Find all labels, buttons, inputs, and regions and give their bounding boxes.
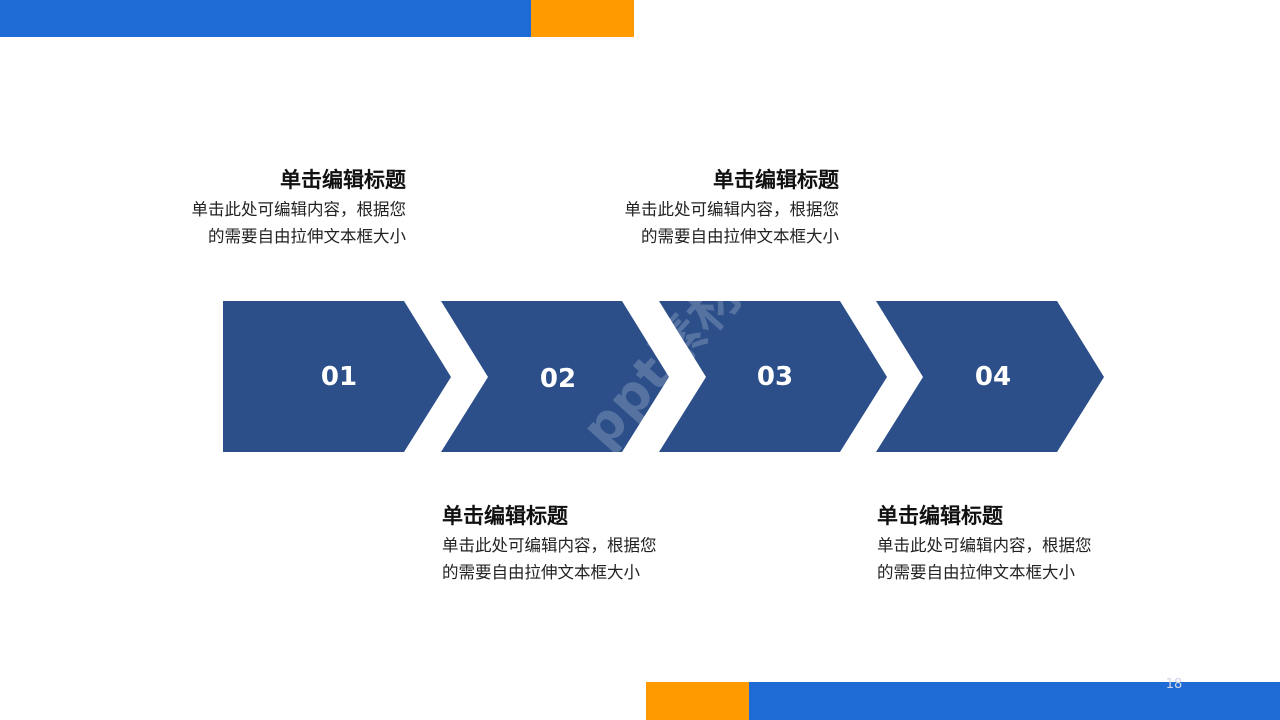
page-number: 18 — [1165, 677, 1183, 692]
step-label-2: 02 — [539, 364, 577, 394]
chevron-step-2[interactable] — [441, 301, 669, 452]
step-label-1: 01 — [320, 362, 358, 392]
chevron-step-4[interactable] — [876, 301, 1104, 452]
step-2-desc[interactable]: 单击此处可编辑内容，根据您 的需要自由拉伸文本框大小 — [442, 532, 702, 586]
step-1-desc-line-1: 单击此处可编辑内容，根据您 — [191, 200, 407, 219]
step-3-desc[interactable]: 单击此处可编辑内容，根据您 的需要自由拉伸文本框大小 — [579, 196, 840, 250]
step-1-desc-line-2: 的需要自由拉伸文本框大小 — [208, 227, 406, 246]
step-1-textblock: 单击编辑标题 单击此处可编辑内容，根据您 的需要自由拉伸文本框大小 — [146, 166, 407, 250]
step-4-desc-line-2: 的需要自由拉伸文本框大小 — [877, 563, 1075, 582]
chevron-step-3[interactable] — [659, 301, 887, 452]
step-2-title[interactable]: 单击编辑标题 — [442, 504, 568, 528]
step-label-4: 04 — [974, 362, 1012, 392]
step-3-textblock: 单击编辑标题 单击此处可编辑内容，根据您 的需要自由拉伸文本框大小 — [579, 166, 840, 250]
step-2-desc-line-2: 的需要自由拉伸文本框大小 — [442, 563, 640, 582]
step-1-title[interactable]: 单击编辑标题 — [280, 168, 406, 192]
step-2-desc-line-1: 单击此处可编辑内容，根据您 — [442, 536, 657, 555]
top-orange-bar — [531, 0, 634, 37]
step-4-title[interactable]: 单击编辑标题 — [877, 504, 1003, 528]
step-3-title[interactable]: 单击编辑标题 — [713, 168, 839, 192]
step-4-desc-line-1: 单击此处可编辑内容，根据您 — [877, 536, 1092, 555]
step-3-desc-line-2: 的需要自由拉伸文本框大小 — [641, 227, 839, 246]
step-1-desc[interactable]: 单击此处可编辑内容，根据您 的需要自由拉伸文本框大小 — [146, 196, 407, 250]
step-label-3: 03 — [756, 362, 794, 392]
step-4-desc[interactable]: 单击此处可编辑内容，根据您 的需要自由拉伸文本框大小 — [877, 532, 1137, 586]
step-4-textblock: 单击编辑标题 单击此处可编辑内容，根据您 的需要自由拉伸文本框大小 — [877, 502, 1137, 586]
step-2-textblock: 单击编辑标题 单击此处可编辑内容，根据您 的需要自由拉伸文本框大小 — [442, 502, 702, 586]
step-3-desc-line-1: 单击此处可编辑内容，根据您 — [624, 200, 840, 219]
chevron-step-1[interactable] — [223, 301, 451, 452]
bottom-blue-bar — [749, 682, 1280, 720]
top-blue-bar — [0, 0, 531, 37]
bottom-orange-bar — [646, 682, 749, 720]
